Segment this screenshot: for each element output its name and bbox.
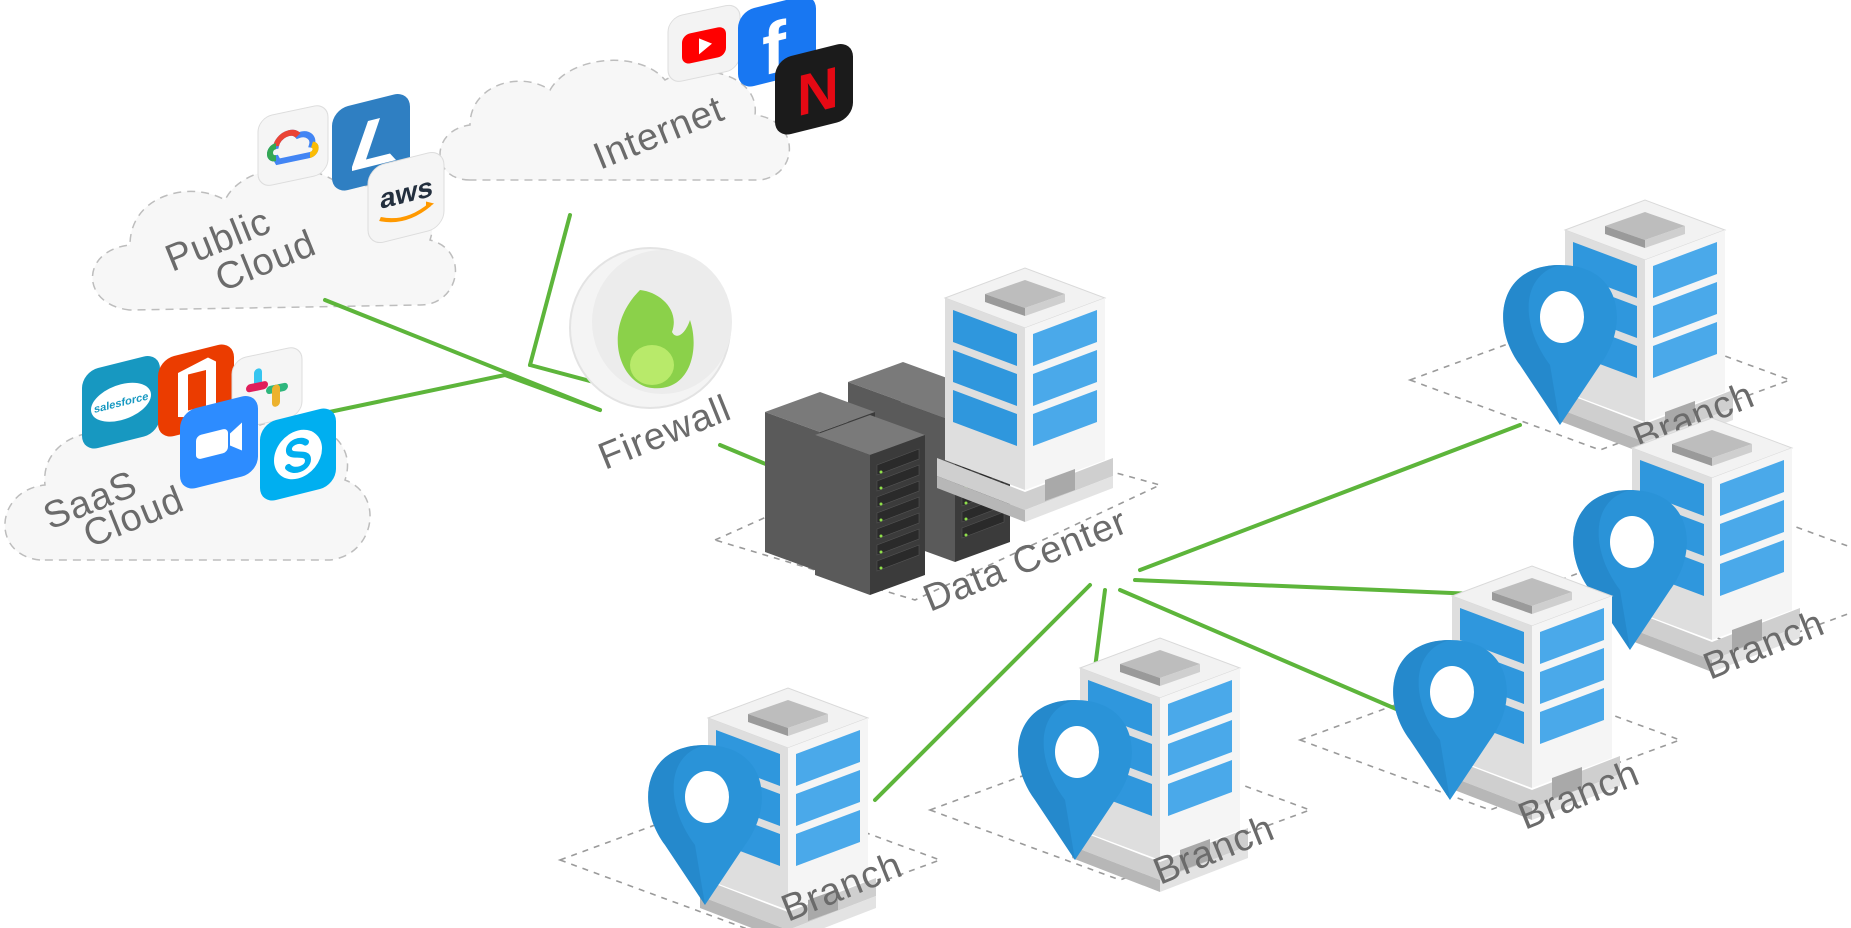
salesforce-icon: salesforce xyxy=(82,356,160,449)
connection-lines xyxy=(313,213,1522,802)
youtube-icon xyxy=(667,4,741,82)
google-cloud-icon xyxy=(257,105,329,186)
aws-icon: aws xyxy=(367,152,445,244)
public-cloud xyxy=(91,167,457,311)
branch-lower-right: Branch xyxy=(1393,565,1646,838)
datacenter-building-icon xyxy=(936,267,1114,523)
svg-text:N: N xyxy=(797,55,839,129)
branch-bottom-left: Branch xyxy=(648,687,909,928)
firewall-icon xyxy=(569,247,732,409)
netflix-icon: N xyxy=(775,44,853,135)
internet-cloud xyxy=(439,59,791,181)
branch-bottom-center: Branch xyxy=(1018,637,1281,893)
skype-icon xyxy=(260,408,336,501)
zoom-icon xyxy=(180,396,258,489)
